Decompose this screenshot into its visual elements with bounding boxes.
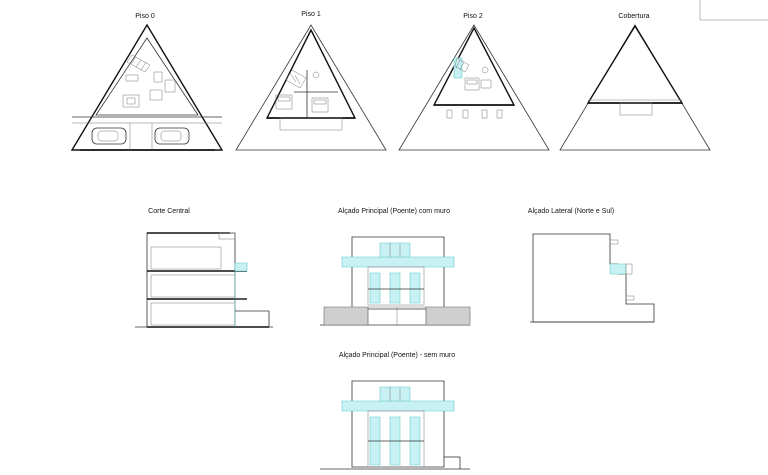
label-piso-2: Piso 2 (463, 13, 483, 20)
label-alcado-principal-sem-muro: Alçado Principal (Poente) - sem muro (338, 352, 456, 359)
plan-piso-2 (397, 20, 552, 155)
label-alcado-lateral: Alçado Lateral (Norte e Sul) (527, 208, 615, 215)
elevation-principal-sem-muro (320, 377, 472, 472)
elevation-principal-com-muro (320, 233, 472, 328)
plan-piso-1 (234, 20, 389, 155)
label-piso-1: Piso 1 (301, 11, 321, 18)
plan-cobertura (558, 20, 713, 155)
label-alcado-principal-muro: Alçado Principal (Poente) com muro (337, 208, 451, 215)
section-corte-central (135, 225, 275, 330)
label-cobertura: Cobertura (618, 13, 650, 20)
elevation-lateral (530, 230, 655, 325)
label-corte-central: Corte Central (148, 208, 190, 215)
plan-piso-0 (70, 20, 230, 155)
label-piso-0: Piso 0 (135, 13, 155, 20)
